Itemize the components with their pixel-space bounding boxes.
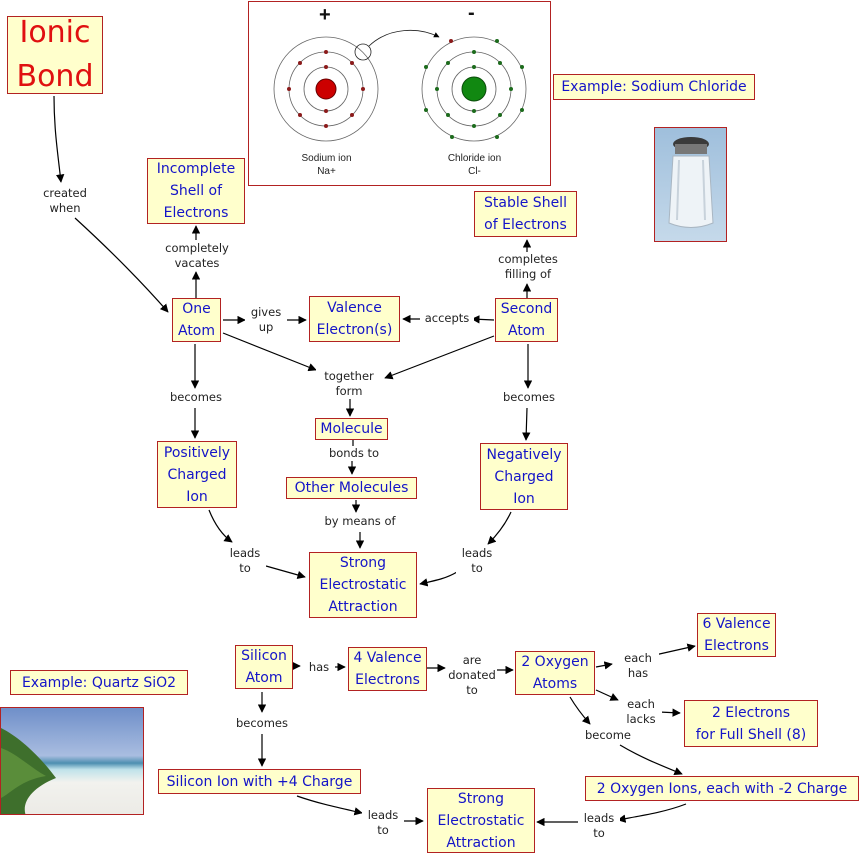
link-leads-to-right: leads to xyxy=(456,546,498,576)
edge-second-together xyxy=(384,335,495,380)
link-o-leads-to: leads to xyxy=(578,811,620,841)
node-two-electrons-full[interactable]: 2 Electrons for Full Shell (8) xyxy=(684,700,818,747)
link-each-lacks: each lacks xyxy=(620,697,662,727)
node-silicon-ion[interactable]: Silicon Ion with +4 Charge xyxy=(158,769,361,794)
positive-sign: + xyxy=(319,4,331,26)
link-leads-to-left: leads to xyxy=(224,546,266,576)
node-stable-shell[interactable]: Stable Shell of Electrons xyxy=(474,191,577,237)
link-each-has: each has xyxy=(617,651,659,681)
edge-leads-strong-left xyxy=(265,565,306,579)
node-one-atom[interactable]: One Atom xyxy=(172,298,221,342)
link-completely-vacates: completely vacates xyxy=(157,241,237,271)
node-second-atom[interactable]: Second Atom xyxy=(495,298,558,342)
edge-oneatom-together xyxy=(222,332,317,372)
beach-image xyxy=(0,707,144,815)
node-molecule[interactable]: Molecule xyxy=(315,418,388,440)
node-valence-electrons[interactable]: Valence Electron(s) xyxy=(309,296,400,342)
link-created-when: created when xyxy=(36,186,94,216)
edge-ionic-created xyxy=(53,95,65,183)
edge-siion-leads xyxy=(296,795,363,816)
link-together-form: together form xyxy=(316,369,382,399)
link-are-donated-to: are donated to xyxy=(447,653,497,698)
edge-becomes-negion xyxy=(522,407,531,441)
node-strong-attraction-1[interactable]: Strong Electrostatic Attraction xyxy=(309,552,417,618)
sodium-nucleus xyxy=(315,78,337,100)
edge-second-accepts xyxy=(471,315,495,324)
link-becomes-left: becomes xyxy=(164,390,228,405)
link-bonds-to: bonds to xyxy=(322,446,386,461)
node-positive-ion[interactable]: Positively Charged Ion xyxy=(157,441,237,508)
node-four-valence[interactable]: 4 Valence Electrons xyxy=(348,647,427,691)
edge-become-oxions xyxy=(619,744,683,776)
node-silicon-atom[interactable]: Silicon Atom xyxy=(235,645,293,689)
link-by-means-of: by means of xyxy=(317,514,403,529)
edge-2ox-eachlacks xyxy=(595,689,619,701)
edge-2ox-eachhas xyxy=(595,661,613,670)
chloride-ion-label: Chloride ion Cl- xyxy=(447,153,502,177)
beach-palm-icon xyxy=(1,728,56,814)
node-example-quartz[interactable]: Example: Quartz SiO2 xyxy=(10,670,188,695)
edge-eachlacks-2e xyxy=(658,708,681,717)
node-incomplete-shell[interactable]: Incomplete Shell of Electrons xyxy=(147,158,245,224)
chlorine-nucleus xyxy=(461,76,487,102)
edge-created-oneatom xyxy=(74,217,169,313)
sodium-ion-label: Sodium ion Na+ xyxy=(301,153,352,177)
salt-shaker-image xyxy=(654,127,727,242)
edge-posion-leads xyxy=(208,509,233,543)
salt-shaker-icon xyxy=(668,137,714,228)
link-become: become xyxy=(580,728,636,743)
edge-leads-strong-right xyxy=(419,571,458,587)
link-si-becomes: becomes xyxy=(230,716,294,731)
link-completes-filling: completes filling of xyxy=(488,252,568,282)
node-oxygen-ions[interactable]: 2 Oxygen Ions, each with -2 Charge xyxy=(585,776,859,801)
node-example-nacl[interactable]: Example: Sodium Chloride xyxy=(553,74,755,100)
node-other-molecules[interactable]: Other Molecules xyxy=(286,477,417,499)
edge-eachhas-6val xyxy=(654,643,696,656)
node-strong-attraction-2[interactable]: Strong Electrostatic Attraction xyxy=(427,788,535,853)
atom-models xyxy=(273,29,527,142)
link-accepts: accepts xyxy=(420,311,474,326)
node-six-valence[interactable]: 6 Valence Electrons xyxy=(697,613,776,657)
edge-negion-leads xyxy=(487,511,512,545)
node-ionic-bond[interactable]: Ionic Bond xyxy=(7,15,103,94)
node-negative-ion[interactable]: Negatively Charged Ion xyxy=(480,443,568,510)
link-si-leads-to: leads to xyxy=(362,808,404,838)
link-gives-up: gives up xyxy=(245,305,287,335)
negative-sign: - xyxy=(468,2,475,24)
link-has: has xyxy=(303,660,335,675)
link-becomes-right: becomes xyxy=(497,390,561,405)
edge-oxions-leads xyxy=(617,803,687,823)
node-two-oxygen-atoms[interactable]: 2 Oxygen Atoms xyxy=(515,651,595,695)
ion-transfer-diagram: + - Sodium ion Na+ Chloride ion Cl- xyxy=(248,1,551,186)
edge-2ox-become xyxy=(569,696,591,725)
